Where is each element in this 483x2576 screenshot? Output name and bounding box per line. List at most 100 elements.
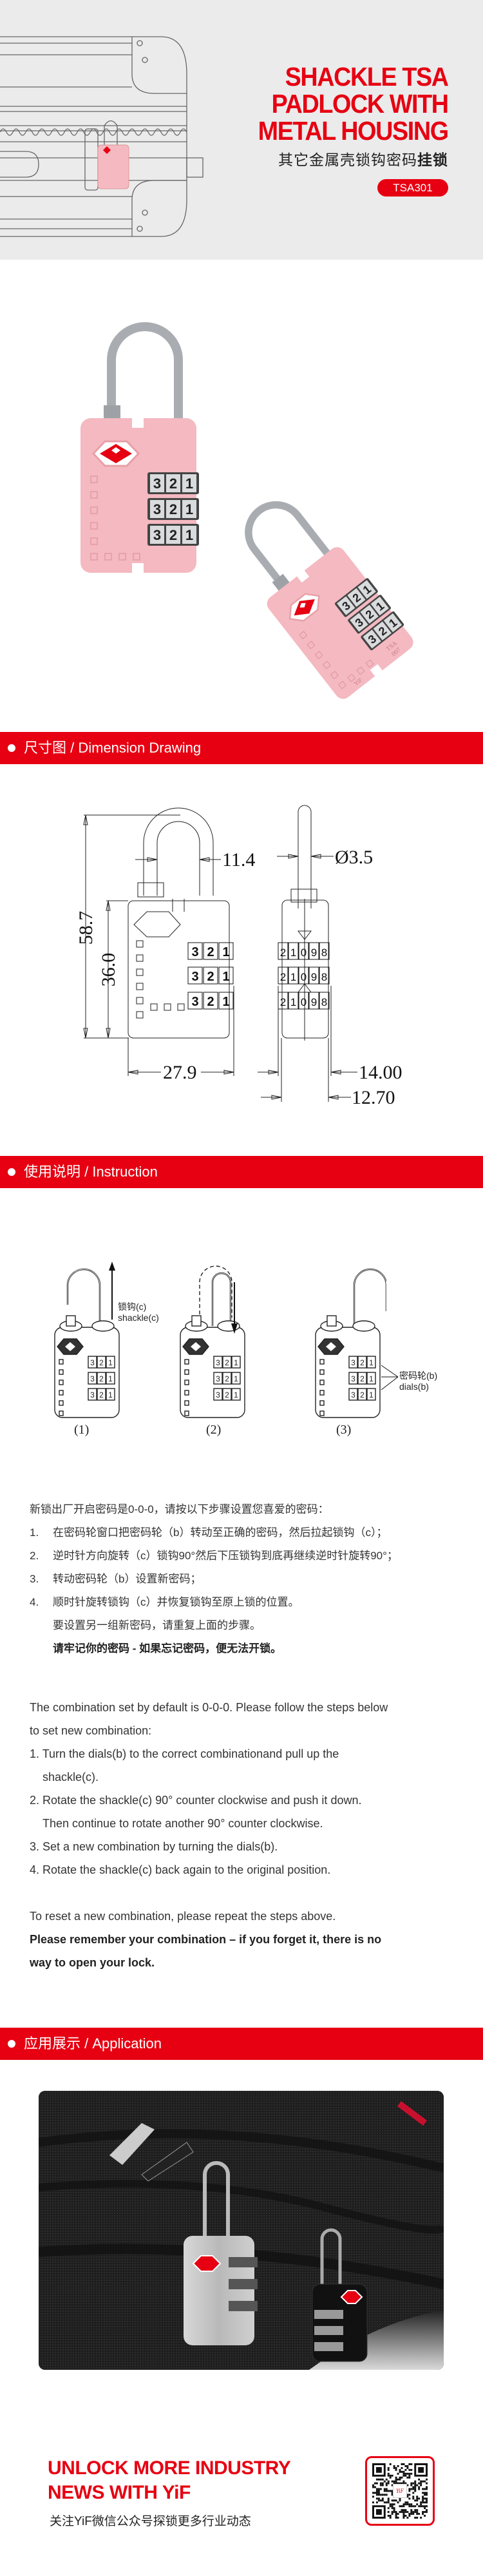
- dim-total-height: 58.7: [75, 911, 97, 945]
- side-dial-digit: 8: [321, 971, 327, 983]
- cn-step: 1. 在密码轮窗口把密码轮（b）转动至正确的密码，然后拉起锁钩（c）；: [30, 1521, 387, 1544]
- dial-digit: 1: [369, 1390, 374, 1399]
- cn-reset-text: 要设置另一组新密码，请重复上面的步骤。: [53, 1619, 261, 1631]
- dial-digit: 1: [369, 1358, 374, 1367]
- title-line: PADLOCK WITH: [272, 89, 449, 119]
- dials-label-cn: 密码轮(b): [399, 1370, 438, 1381]
- dial-digit: 3: [351, 1390, 355, 1399]
- dial-digit: 3: [153, 476, 161, 492]
- dial-digit: 3: [216, 1358, 220, 1367]
- dial-digit: 1: [222, 970, 229, 984]
- side-dial-digit: 1: [290, 947, 296, 959]
- side-dial-digit: 2: [280, 947, 286, 959]
- dial-digit: 2: [169, 476, 177, 492]
- dial-digit: 1: [234, 1358, 238, 1367]
- step-text: 在密码轮窗口把密码轮（b）转动至正确的密码，然后拉起锁钩（c）；: [53, 1526, 388, 1539]
- product-subtitle-cn: 其它金属壳锁钩密码挂锁: [278, 148, 448, 169]
- dials-label-en: dials(b): [399, 1381, 429, 1392]
- step-label-3: (3): [336, 1423, 352, 1437]
- dial-digit: 2: [99, 1358, 104, 1367]
- dial-digit: 2: [99, 1374, 104, 1383]
- en-intro-line: to set new combination:: [30, 1724, 152, 1737]
- dial-digit: 1: [222, 945, 229, 959]
- title-line: METAL HOUSING: [258, 116, 449, 146]
- en-intro-line: The combination set by default is 0-0-0.…: [30, 1701, 388, 1714]
- footer-title-line: NEWS WITH YiF: [48, 2482, 191, 2503]
- dial-digit: 1: [369, 1374, 374, 1383]
- en-step-2: 2. Rotate the shackle(c) 90° counter clo…: [30, 1794, 362, 1807]
- dial-digit: 3: [153, 501, 161, 517]
- lock-body: [80, 418, 196, 573]
- cn-step: 2. 逆时针方向旋转（c）锁钩90°然后下压锁钩到底再继续逆时针旋转90°；: [30, 1544, 398, 1568]
- dial-digit: 2: [207, 970, 214, 984]
- dial-digit: 1: [108, 1358, 113, 1367]
- shackle-label-en: shackle(c): [118, 1312, 159, 1323]
- cn-warning: 请牢记你的密码 - 如果忘记密码，便无法开锁。: [30, 1637, 329, 1660]
- instructions-cn: 新锁出厂开启密码是0-0-0，请按以下步骤设置您喜爱的密码： 1. 在密码轮窗口把…: [30, 1498, 398, 1660]
- dial-digit: 1: [108, 1390, 113, 1399]
- dial-digit: 2: [99, 1390, 104, 1399]
- side-dial-digit: 0: [301, 971, 307, 983]
- bullet-icon: [8, 744, 15, 752]
- shackle-label-cn: 锁钩(c): [118, 1302, 147, 1312]
- silver-lock: [184, 2161, 258, 2345]
- cn-step: 4.顺时针旋转锁钩（c）并恢复锁钩至原上锁的位置。: [30, 1591, 329, 1614]
- dim-depth-dials: 14.00: [359, 1062, 402, 1083]
- dial-digit: 3: [90, 1358, 95, 1367]
- tsa-logo-outline: [133, 911, 181, 937]
- dial-digit: 1: [185, 476, 193, 492]
- dial-digit: 3: [351, 1374, 355, 1383]
- dial-digit: 2: [225, 1390, 229, 1399]
- bullet-icon: [8, 1168, 15, 1176]
- step-label-1: (1): [74, 1423, 90, 1437]
- hero-banner: SHACKLE TSA PADLOCK WITH METAL HOUSING 其…: [0, 0, 483, 260]
- footer-title-line: UNLOCK MORE INDUSTRY: [48, 2457, 291, 2479]
- step-number: 2.: [30, 1550, 39, 1562]
- footer-subtitle: 关注YiF微信公众号探锁更多行业动态: [50, 2515, 251, 2528]
- section-title: 使用说明 / Instruction: [24, 1164, 158, 1180]
- section-title: 尺寸图 / Dimension Drawing: [24, 740, 202, 756]
- side-dial-digit: 1: [290, 996, 296, 1008]
- dial-digit: 1: [234, 1374, 238, 1383]
- dial-digit: 2: [169, 527, 177, 543]
- dial-digit: 3: [90, 1390, 95, 1399]
- en-step-2-cont: Then continue to rotate another 90° coun…: [43, 1817, 323, 1830]
- model-badge: TSA301: [377, 179, 448, 197]
- black-lock: [312, 2228, 368, 2362]
- step-text: 顺时针旋转锁钩（c）并恢复锁钩至原上锁的位置。: [53, 1596, 299, 1608]
- dial-digit: 3: [191, 945, 198, 959]
- bullet-icon: [8, 2040, 15, 2048]
- dial-digit: 3: [351, 1358, 355, 1367]
- side-dial-digit: 8: [321, 947, 327, 959]
- dial-digit: 1: [185, 527, 193, 543]
- cn-intro: 新锁出厂开启密码是0-0-0，请按以下步骤设置您喜爱的密码：: [30, 1498, 329, 1521]
- dial-digit: 2: [360, 1374, 365, 1383]
- footer-title: UNLOCK MORE INDUSTRY NEWS WITH YiF: [48, 2456, 291, 2505]
- shackle-outline: [143, 807, 214, 896]
- step-number: 3.: [30, 1573, 39, 1585]
- dial-digit: 2: [207, 945, 214, 959]
- side-dial-digit: 2: [280, 971, 286, 983]
- dial-digit: 1: [185, 501, 193, 517]
- shackle-label: 锁钩(c)shackle(c): [118, 1302, 159, 1323]
- step-label-2: (2): [206, 1423, 222, 1437]
- shackle: [107, 322, 183, 421]
- dial-digit: 1: [108, 1374, 113, 1383]
- wechat-qr-code[interactable]: YiF: [365, 2456, 435, 2526]
- dial-digit: 3: [191, 970, 198, 984]
- dial-digit: 2: [225, 1374, 229, 1383]
- instructions-en: The combination set by default is 0-0-0.…: [30, 1696, 388, 1974]
- dim-shackle-span: 11.4: [222, 849, 255, 870]
- dial-digit: 1: [234, 1390, 238, 1399]
- side-dial-digit: 1: [290, 971, 296, 983]
- subtitle-bold: 挂锁: [417, 151, 448, 168]
- step-text: 逆时针方向旋转（c）锁钩90°然后下压锁钩到底再继续逆时针旋转90°；: [53, 1550, 398, 1562]
- lock-body: [267, 547, 413, 699]
- side-dial-digit: 9: [311, 947, 317, 959]
- step-number: 1.: [30, 1526, 39, 1539]
- dials-label: 密码轮(b)dials(b): [399, 1370, 437, 1392]
